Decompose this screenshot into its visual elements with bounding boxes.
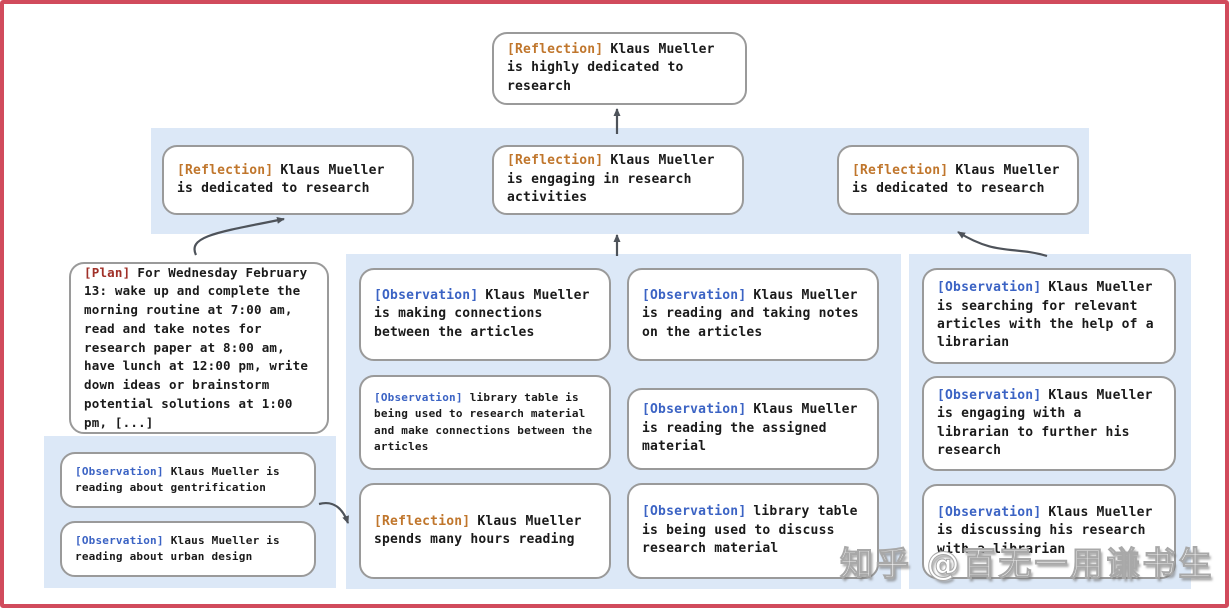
node-text: [Observation]Klaus Mueller is discussing…	[937, 504, 1161, 559]
node-reflection-left: [Reflection]Klaus Mueller is dedicated t…	[162, 145, 414, 215]
observation-tag: [Observation]	[75, 533, 164, 547]
node-observation-library-table-discuss: [Observation]library table is being used…	[627, 483, 879, 579]
node-body: Klaus Mueller is dedicated to research	[852, 162, 1060, 196]
observation-tag: [Observation]	[642, 402, 747, 418]
node-text: [Reflection]Klaus Mueller spends many ho…	[374, 513, 596, 550]
reflection-tag: [Reflection]	[507, 153, 604, 169]
node-observation-searching-articles: [Observation]Klaus Mueller is searching …	[922, 268, 1176, 364]
node-text: [Observation]Klaus Mueller is searching …	[937, 279, 1161, 353]
reflection-tag: [Reflection]	[852, 162, 949, 178]
node-text: [Reflection]Klaus Mueller is highly dedi…	[507, 41, 732, 96]
node-observation-discussing-librarian: [Observation]Klaus Mueller is discussing…	[922, 484, 1176, 579]
node-reflection-root: [Reflection]Klaus Mueller is highly dedi…	[492, 32, 747, 105]
reflection-tag: [Reflection]	[177, 162, 274, 178]
node-text: [Observation]Klaus Mueller is reading an…	[642, 287, 864, 342]
node-text: [Observation]Klaus Mueller is reading ab…	[75, 533, 301, 566]
node-text: [Reflection]Klaus Mueller is engaging in…	[507, 152, 729, 207]
node-text: [Reflection]Klaus Mueller is dedicated t…	[852, 162, 1064, 199]
node-body: Klaus Mueller is searching for relevant …	[937, 280, 1154, 351]
observation-tag: [Observation]	[937, 387, 1042, 403]
node-observation-assigned-material: [Observation]Klaus Mueller is reading th…	[627, 388, 879, 470]
node-text: [Observation]Klaus Mueller is reading ab…	[75, 464, 301, 497]
node-plan: [Plan]For Wednesday February 13: wake up…	[69, 262, 329, 434]
node-body: Klaus Mueller is discussing his research…	[937, 504, 1153, 557]
plan-tag: [Plan]	[84, 264, 131, 280]
node-body: Klaus Mueller is reading and taking note…	[642, 287, 859, 340]
node-body: Klaus Mueller is engaging with a librari…	[937, 387, 1153, 458]
node-reflection-middle: [Reflection]Klaus Mueller is engaging in…	[492, 145, 744, 215]
observation-tag: [Observation]	[937, 280, 1042, 296]
reflection-tag: [Reflection]	[374, 513, 471, 529]
node-observation-urban-design: [Observation]Klaus Mueller is reading ab…	[60, 521, 316, 577]
node-text: [Observation]library table is being used…	[642, 503, 864, 558]
node-body: Klaus Mueller is reading the assigned ma…	[642, 402, 858, 455]
node-observation-library-table-research: [Observation]library table is being used…	[359, 375, 611, 470]
node-body: Klaus Mueller is engaging in research ac…	[507, 153, 715, 206]
zhihu-watermark: 知乎 @百无一用谦书生	[840, 544, 1215, 584]
observation-tag: [Observation]	[75, 464, 164, 478]
reflection-tag: [Reflection]	[507, 41, 604, 57]
node-observation-taking-notes: [Observation]Klaus Mueller is reading an…	[627, 268, 879, 361]
node-body: For Wednesday February 13: wake up and c…	[84, 264, 309, 430]
node-observation-making-connections: [Observation]Klaus Mueller is making con…	[359, 268, 611, 361]
observation-tag: [Observation]	[642, 287, 747, 303]
node-text: [Observation]Klaus Mueller is reading th…	[642, 401, 864, 456]
node-text: [Reflection]Klaus Mueller is dedicated t…	[177, 162, 399, 199]
observation-tag: [Observation]	[937, 504, 1042, 520]
edge-evidence-to-right-reflection	[957, 231, 1048, 258]
node-body: Klaus Mueller is highly dedicated to res…	[507, 41, 715, 94]
node-text: [Observation]library table is being used…	[374, 390, 596, 456]
node-body: Klaus Mueller is dedicated to research	[177, 162, 385, 196]
node-text: [Observation]Klaus Mueller is making con…	[374, 287, 596, 342]
node-reflection-right: [Reflection]Klaus Mueller is dedicated t…	[837, 145, 1079, 215]
node-observation-gentrification: [Observation]Klaus Mueller is reading ab…	[60, 452, 316, 508]
node-observation-engaging-librarian: [Observation]Klaus Mueller is engaging w…	[922, 376, 1176, 471]
observation-tag: [Observation]	[374, 287, 479, 303]
observation-tag: [Observation]	[642, 504, 747, 520]
observation-tag: [Observation]	[374, 390, 463, 404]
node-body: library table is being used to discuss r…	[642, 504, 858, 557]
node-text: [Plan]For Wednesday February 13: wake up…	[84, 264, 314, 433]
node-body: Klaus Mueller spends many hours reading	[374, 513, 582, 547]
node-body: library table is being used to research …	[374, 390, 593, 454]
node-reflection-hours-reading: [Reflection]Klaus Mueller spends many ho…	[359, 483, 611, 579]
node-text: [Observation]Klaus Mueller is engaging w…	[937, 387, 1161, 461]
node-body: Klaus Mueller is making connections betw…	[374, 287, 590, 340]
node-body: Klaus Mueller is reading about gentrific…	[75, 464, 280, 495]
node-body: Klaus Mueller is reading about urban des…	[75, 533, 280, 564]
